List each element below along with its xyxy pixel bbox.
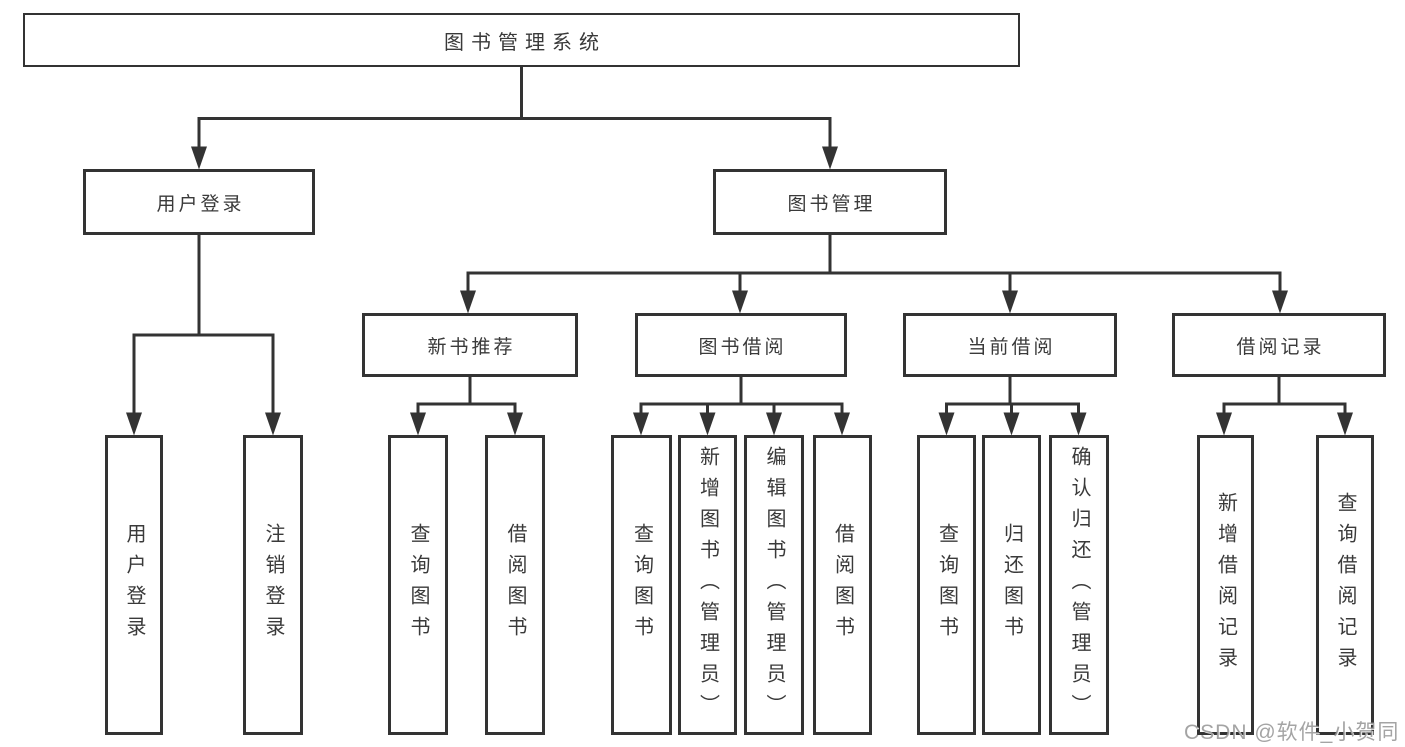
leaf-borrow-books: 借阅图书 — [813, 435, 872, 735]
leaf-query-books-borrow: 查询图书 — [611, 435, 672, 735]
node-library-system: 图书管理系统 — [23, 13, 1020, 67]
leaf-logout: 注销登录 — [243, 435, 303, 735]
node-current-borrow: 当前借阅 — [903, 313, 1117, 377]
node-new-book-recommend: 新书推荐 — [362, 313, 578, 377]
leaf-query-borrow-record: 查询借阅记录 — [1316, 435, 1374, 735]
leaf-query-books-recommend: 查询图书 — [388, 435, 448, 735]
node-book-borrow: 图书借阅 — [635, 313, 847, 377]
node-borrow-records: 借阅记录 — [1172, 313, 1386, 377]
leaf-add-borrow-record: 新增借阅记录 — [1197, 435, 1254, 735]
node-book-management: 图书管理 — [713, 169, 947, 235]
leaf-edit-book-admin: 编辑图书（管理员） — [744, 435, 804, 735]
leaf-query-books-current: 查询图书 — [917, 435, 976, 735]
csdn-watermark: CSDN @软件_小贺同学 — [1184, 721, 1400, 744]
leaf-borrow-books-recommend: 借阅图书 — [485, 435, 545, 735]
leaf-return-book: 归还图书 — [982, 435, 1041, 735]
leaf-user-login: 用户登录 — [105, 435, 163, 735]
arrowheads — [126, 146, 1353, 436]
node-user-login-branch: 用户登录 — [83, 169, 315, 235]
leaf-confirm-return-admin: 确认归还（管理员） — [1049, 435, 1109, 735]
leaf-add-book-admin: 新增图书（管理员） — [678, 435, 737, 735]
